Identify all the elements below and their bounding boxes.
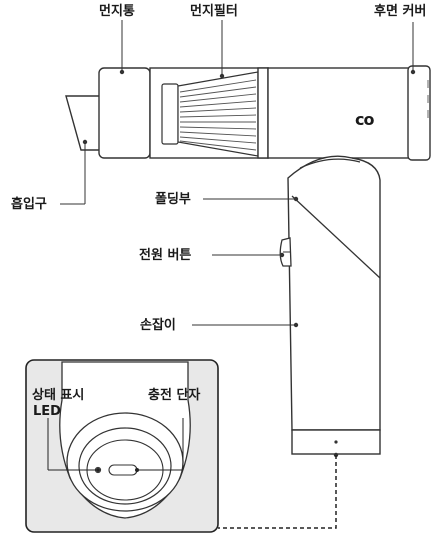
brand-logo: co — [355, 110, 375, 129]
main-body — [267, 67, 411, 159]
dust-filter — [161, 71, 259, 157]
inset-charge-port — [108, 464, 138, 476]
label-intake: 흡입구 — [11, 197, 47, 212]
label-handle: 손잡이 — [140, 318, 176, 333]
label-rear-cover: 후면 커버 — [374, 4, 427, 19]
inset-connector — [218, 455, 337, 529]
rear-cover — [407, 65, 431, 161]
folding-line — [291, 195, 381, 279]
label-charge-port: 충전 단자 — [148, 388, 201, 403]
dust-bin-body — [98, 67, 151, 159]
label-dust-bin: 먼지통 — [99, 4, 135, 19]
label-folding: 폴딩부 — [155, 192, 191, 207]
label-status-led-line1: 상태 표시 — [32, 388, 85, 403]
label-status-led-line2: LED — [33, 404, 61, 419]
handle-body — [287, 155, 381, 431]
label-power-button: 전원 버튼 — [139, 248, 192, 263]
label-dust-filter: 먼지필터 — [190, 4, 238, 19]
inset-handle-bottom — [59, 361, 191, 519]
